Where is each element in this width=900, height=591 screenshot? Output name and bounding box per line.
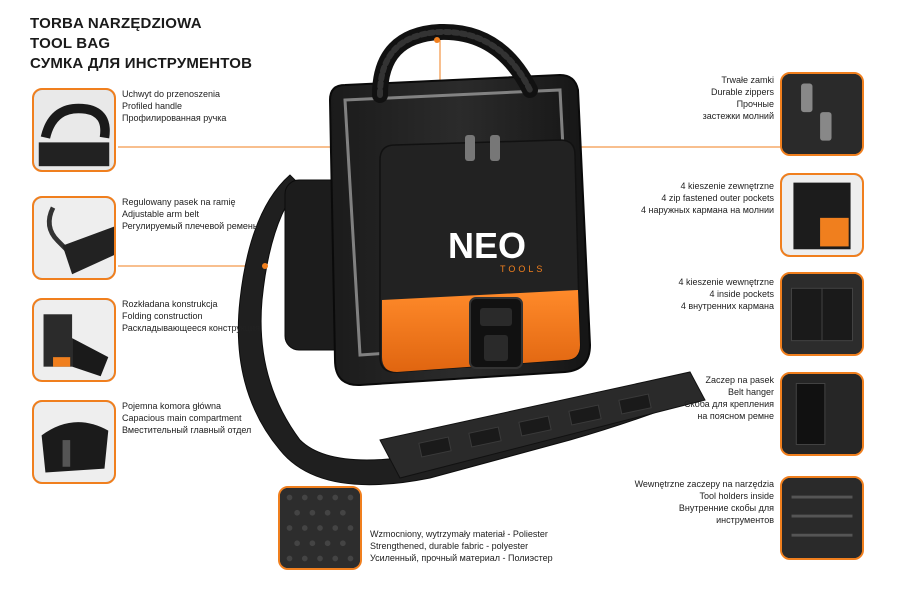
page-title: TORBA NARZĘDZIOWA TOOL BAG СУМКА ДЛЯ ИНС… xyxy=(30,14,252,74)
connector-dot-strap xyxy=(262,263,268,269)
feature-belt-hanger-caption: Zaczep na pasek Belt hanger Скоба для кр… xyxy=(684,375,774,421)
brand-logo-main: NEO xyxy=(448,225,526,266)
fabric-texture-photo-icon xyxy=(278,486,362,570)
feature-outer-pockets-caption: 4 kieszenie zewnętrzne 4 zip fastened ou… xyxy=(640,181,774,215)
feature-handle-caption: Uchwyt do przenoszenia Profiled handle П… xyxy=(122,89,227,123)
zipper-photo-icon xyxy=(780,72,864,156)
feature-inside-pockets-caption: 4 kieszenie wewnętrzne 4 inside pockets … xyxy=(678,277,774,311)
title-line-pl: TORBA NARZĘDZIOWA xyxy=(30,15,202,32)
belt-hanger-photo-icon xyxy=(780,372,864,456)
inner-pocket-photo-icon xyxy=(780,272,864,356)
title-line-en: TOOL BAG xyxy=(30,35,111,52)
feature-main-compartment-caption: Pojemna komora główna Capacious main com… xyxy=(122,401,252,435)
feature-strap-caption: Regulowany pasek na ramię Adjustable arm… xyxy=(122,197,258,231)
feature-tool-holders-caption: Wewnętrzne zaczepy na narzędzia Tool hol… xyxy=(634,479,774,525)
feature-zippers-caption: Trwałe zamki Durable zippers Прочные зас… xyxy=(702,75,774,121)
folding-bag-photo-icon xyxy=(32,298,116,382)
outer-pocket-photo-icon xyxy=(780,173,864,257)
handle-photo-icon xyxy=(32,88,116,172)
connector-dot-handle xyxy=(434,37,440,43)
feature-folding-caption: Rozkładana konstrukcja Folding construct… xyxy=(122,299,260,333)
tool-holders-photo-icon xyxy=(780,476,864,560)
main-compartment-photo-icon xyxy=(32,400,116,484)
strap-hook-photo-icon xyxy=(32,196,116,280)
title-line-ru: СУМКА ДЛЯ ИНСТРУМЕНТОВ xyxy=(30,55,253,72)
brand-logo-sub: TOOLS xyxy=(500,264,545,274)
feature-fabric-caption: Wzmocniony, wytrzymały materiał - Polies… xyxy=(370,529,553,563)
